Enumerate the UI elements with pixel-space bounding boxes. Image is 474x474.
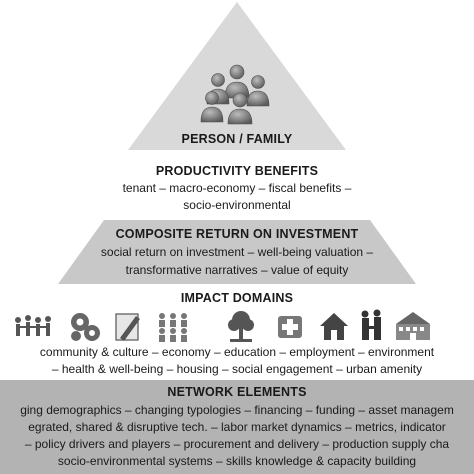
economy-gears-icon xyxy=(71,313,100,341)
composite-title: COMPOSITE RETURN ON INVESTMENT xyxy=(115,227,359,241)
network-line-1: ging demographics – changing typologies … xyxy=(20,403,454,417)
employment-people-icon xyxy=(159,313,187,342)
community-icon xyxy=(15,315,51,336)
composite-line-1: social return on investment – well-being… xyxy=(100,245,374,259)
productivity-line-2: socio-environmental xyxy=(183,198,291,212)
composite-line-2: transformative narratives – value of equ… xyxy=(125,263,349,277)
impact-line-2: – health & well-being – housing – social… xyxy=(51,362,423,376)
network-title: NETWORK ELEMENTS xyxy=(167,385,307,399)
health-first-aid-icon xyxy=(278,316,302,338)
network-base xyxy=(0,380,474,474)
impact-line-1: community & culture – economy – educatio… xyxy=(39,345,435,359)
productivity-title: PRODUCTIVITY BENEFITS xyxy=(155,164,319,178)
impact-icons-row xyxy=(15,309,430,342)
network-line-4: socio-environmental systems – skills kno… xyxy=(57,454,417,468)
productivity-line-1: tenant – macro-economy – fiscal benefits… xyxy=(122,181,352,195)
education-pencil-icon xyxy=(115,313,140,341)
urban-amenity-buildings-icon xyxy=(396,312,430,340)
network-line-2: egrated, shared & disruptive tech. – lab… xyxy=(28,420,446,434)
social-engagement-people-icon xyxy=(361,309,381,340)
environment-tree-icon xyxy=(228,311,254,342)
housing-house-icon xyxy=(320,313,348,340)
impact-title: IMPACT DOMAINS xyxy=(180,291,294,305)
composite-band xyxy=(58,220,416,284)
network-line-3: – policy drivers and players – procureme… xyxy=(24,437,450,451)
apex-title: PERSON / FAMILY xyxy=(181,132,293,146)
people-group-icon xyxy=(200,64,270,125)
